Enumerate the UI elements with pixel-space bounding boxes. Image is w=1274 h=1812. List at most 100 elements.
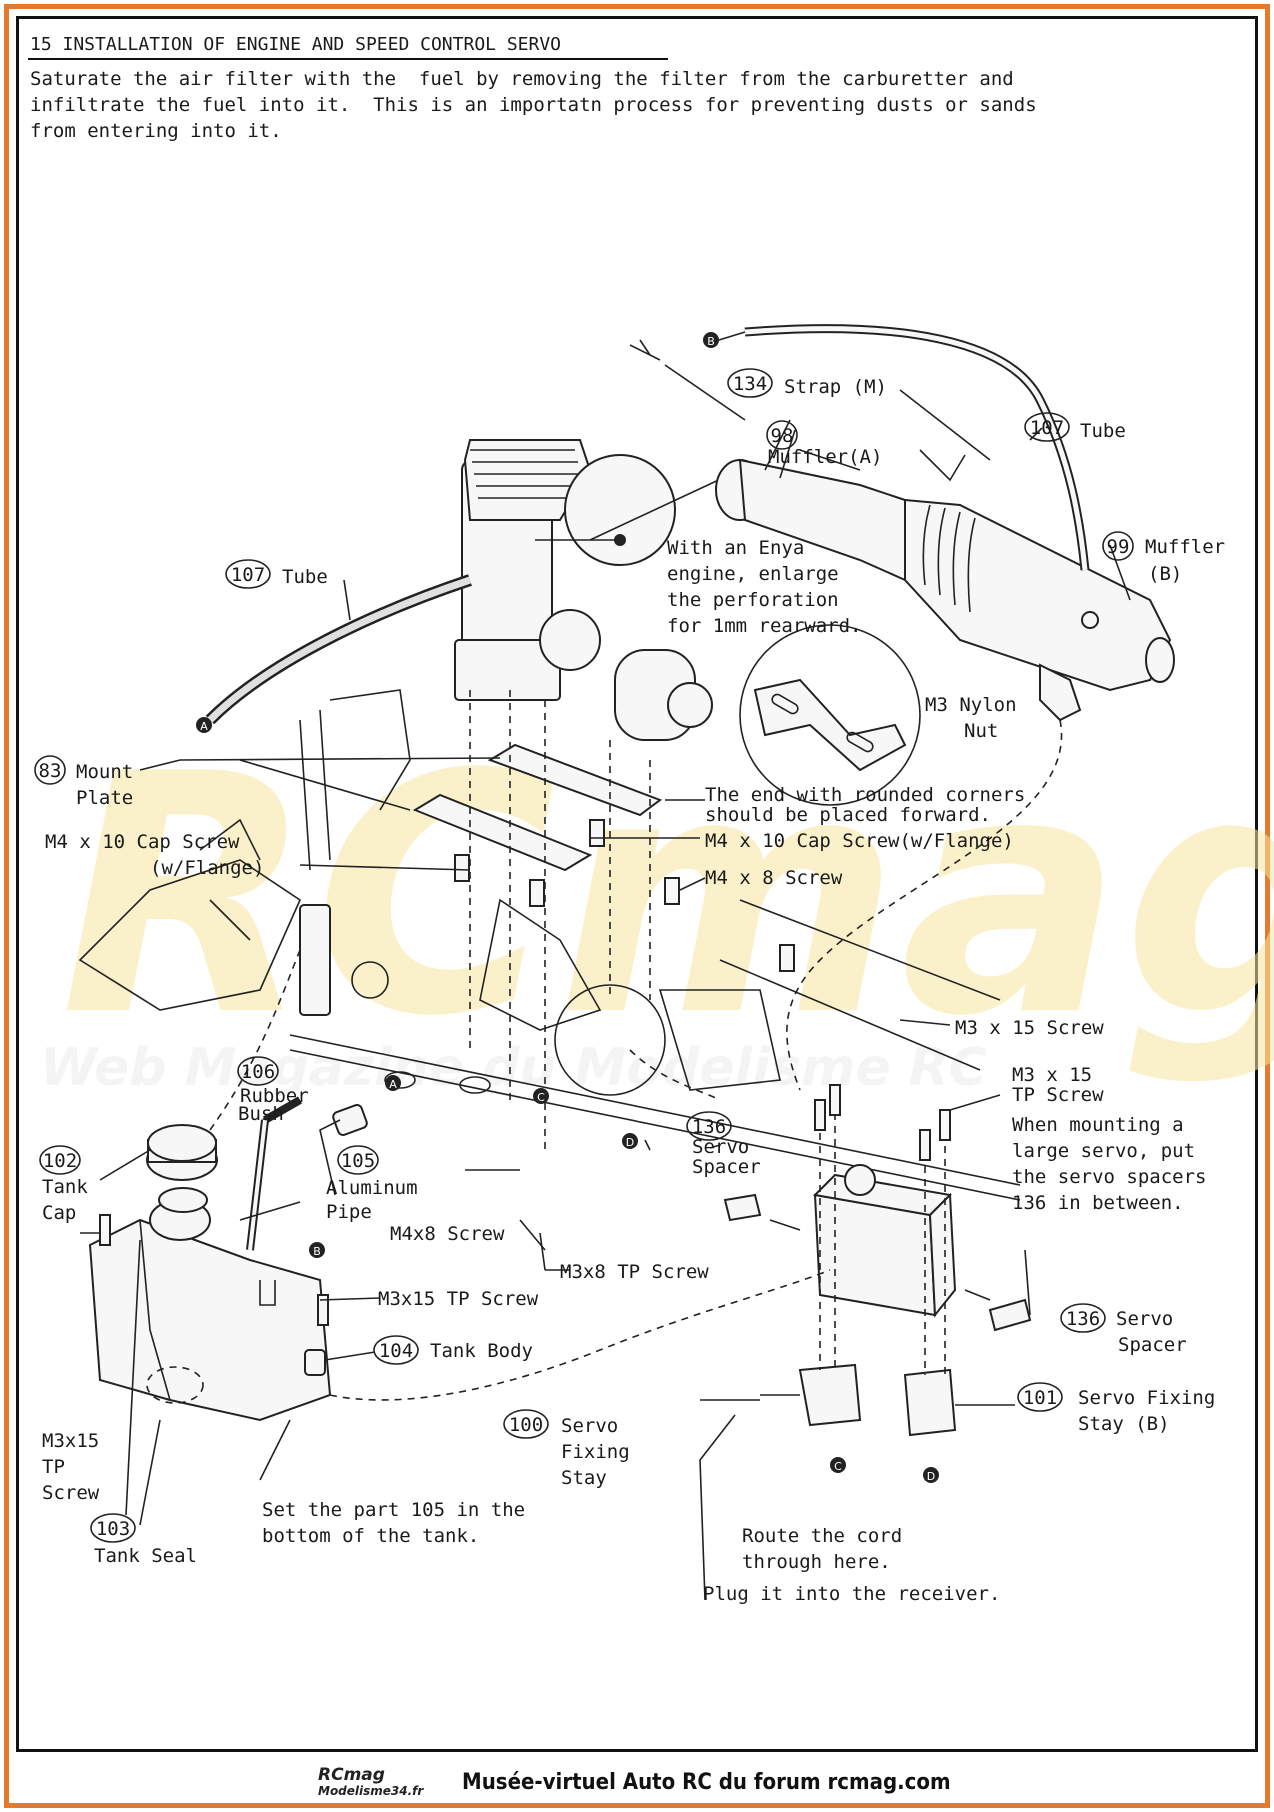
callout-label-1: Servo <box>692 1136 749 1158</box>
note-line-3: Screw <box>42 1482 100 1504</box>
marker-d-servo: D <box>923 1467 939 1483</box>
chassis <box>78 689 1021 1201</box>
note-cap-screw-left: M4 x 10 Cap Screw (w/Flange) <box>45 831 264 879</box>
callout-mount-plate: 83 Mount Plate <box>34 755 133 809</box>
note-large-servo: When mounting a large servo, put the ser… <box>1012 1114 1206 1214</box>
callout-label-2: (B) <box>1148 563 1182 585</box>
callout-label-2: Pipe <box>326 1201 372 1223</box>
note-line-1: M4 x 10 Cap Screw <box>45 831 240 853</box>
note-line-1: Route the cord <box>742 1525 902 1547</box>
callout-number: 106 <box>241 1061 275 1083</box>
callout-label-3: Stay <box>561 1467 607 1489</box>
muffler <box>715 419 1175 722</box>
marker-a-bottom: A <box>385 1075 401 1091</box>
svg-text:A: A <box>389 1078 397 1091</box>
note-line-2: (w/Flange) <box>150 857 264 879</box>
black-page-border <box>16 16 1258 1752</box>
note-line-1: When mounting a <box>1012 1114 1184 1136</box>
note-line-2: TP <box>42 1456 65 1478</box>
callout-label: Tube <box>282 566 328 588</box>
callout-aluminum-pipe: 105 Aluminum Pipe <box>326 1145 418 1223</box>
svg-text:B: B <box>313 1245 321 1258</box>
callout-label: Tank Body <box>430 1340 533 1362</box>
engine <box>454 439 741 741</box>
callout-servo-spacer-right: 136 Servo Spacer <box>1060 1303 1187 1356</box>
note-nylon-nut: M3 Nylon Nut <box>925 694 1017 742</box>
note-line-1: Set the part 105 in the <box>262 1499 525 1521</box>
callout-label-2: Bush <box>238 1103 284 1125</box>
note-enya-engine: With an Enya engine, enlarge the perfora… <box>667 537 861 637</box>
marker-b-top: B <box>703 331 746 348</box>
section-heading: 15 INSTALLATION OF ENGINE AND SPEED CONT… <box>30 34 562 55</box>
note-line-2: Nut <box>964 720 998 742</box>
callout-number: 103 <box>96 1518 130 1540</box>
note-line-2: engine, enlarge <box>667 563 839 585</box>
callout-tube-top: 107 Tube <box>1024 412 1126 442</box>
servo <box>699 1084 1032 1601</box>
note-m3x15-screw: M3 x 15 Screw <box>955 1017 1104 1039</box>
callout-label-2: Fixing <box>561 1441 630 1463</box>
note-line-2: TP Screw <box>1012 1084 1104 1106</box>
svg-text:D: D <box>626 1136 634 1149</box>
callout-number: 100 <box>509 1414 543 1436</box>
svg-text:A: A <box>200 720 208 733</box>
rcmag-logo: RCmag Modelisme34.fr <box>318 1767 423 1799</box>
callout-label-1: Servo <box>561 1415 618 1437</box>
note-line-2: through here. <box>742 1551 891 1573</box>
fuel-tank <box>88 1096 831 1422</box>
heading-underline <box>28 58 668 60</box>
note-line-3: the perforation <box>667 589 839 611</box>
svg-text:D: D <box>927 1470 935 1483</box>
svg-text:B: B <box>707 335 715 348</box>
mount-plates <box>412 690 795 1150</box>
callout-number: 107 <box>1030 417 1064 439</box>
note-line-3: the servo spacers <box>1012 1166 1206 1188</box>
marker-c-chassis: C <box>533 1088 549 1104</box>
intro-line-3: from entering into it. <box>30 120 282 142</box>
callout-number: 104 <box>379 1340 413 1362</box>
callout-number: 136 <box>1066 1308 1100 1330</box>
note-line-2: bottom of the tank. <box>262 1525 479 1547</box>
note-rounded-corners: The end with rounded corners should be p… <box>705 784 1025 826</box>
callout-label-1: Tank <box>42 1176 88 1198</box>
callout-label-2: Stay (B) <box>1078 1413 1170 1435</box>
callout-label-2: Spacer <box>1118 1334 1187 1356</box>
note-m3x15-tp-screw-tank: M3x15 TP Screw <box>378 1288 539 1310</box>
note-m3x15-tp-screw: M3 x 15 TP Screw <box>1012 1064 1104 1106</box>
callout-tank-body: 104 Tank Body <box>373 1335 533 1365</box>
callout-number: 136 <box>692 1116 726 1138</box>
note-line-2: should be placed forward. <box>705 804 991 826</box>
note-line-4: for 1mm rearward. <box>667 615 861 637</box>
callout-number: 83 <box>39 760 62 782</box>
callout-muffler-a: 98 Muffler(A) <box>766 420 882 468</box>
logo-main: RCmag <box>318 1765 385 1785</box>
svg-text:C: C <box>834 1460 842 1473</box>
callout-number: 105 <box>341 1150 375 1172</box>
callout-label-1: Muffler <box>1145 536 1225 558</box>
callout-servo-spacer-top: 136 Servo Spacer <box>686 1111 761 1178</box>
callout-muffler-b: 99 Muffler (B) <box>1102 531 1225 585</box>
callout-tank-cap: 102 Tank Cap <box>39 1145 88 1224</box>
callout-number: 98 <box>771 425 794 447</box>
note-line-2: large servo, put <box>1012 1140 1195 1162</box>
marker-a-left: A <box>196 717 212 733</box>
note-line-4: 136 in between. <box>1012 1192 1184 1214</box>
intro-line-2: infiltrate the fuel into it. This is an … <box>30 94 1037 116</box>
note-m4x8-screw-left: M4x8 Screw <box>390 1223 505 1245</box>
callout-servo-fixing-stay-b: 101 Servo Fixing Stay (B) <box>1017 1382 1215 1435</box>
orange-page-border <box>4 4 1270 1808</box>
callout-label-2: Plate <box>76 787 133 809</box>
callout-label-2: Spacer <box>692 1156 761 1178</box>
callout-label-2: Cap <box>42 1202 76 1224</box>
callout-strap: 134 Strap (M) <box>727 368 887 398</box>
footer-caption: Musée-virtuel Auto RC du forum rcmag.com <box>462 1770 951 1795</box>
svg-text:C: C <box>537 1091 545 1104</box>
note-line-1: The end with rounded corners <box>705 784 1025 806</box>
marker-b-tank: B <box>309 1242 325 1258</box>
intro-paragraph: Saturate the air filter with the fuel by… <box>30 66 1230 144</box>
callout-tube-left: 107 Tube <box>225 559 328 589</box>
note-line-1: M3x15 <box>42 1430 99 1452</box>
leader-lines <box>80 389 1131 1526</box>
